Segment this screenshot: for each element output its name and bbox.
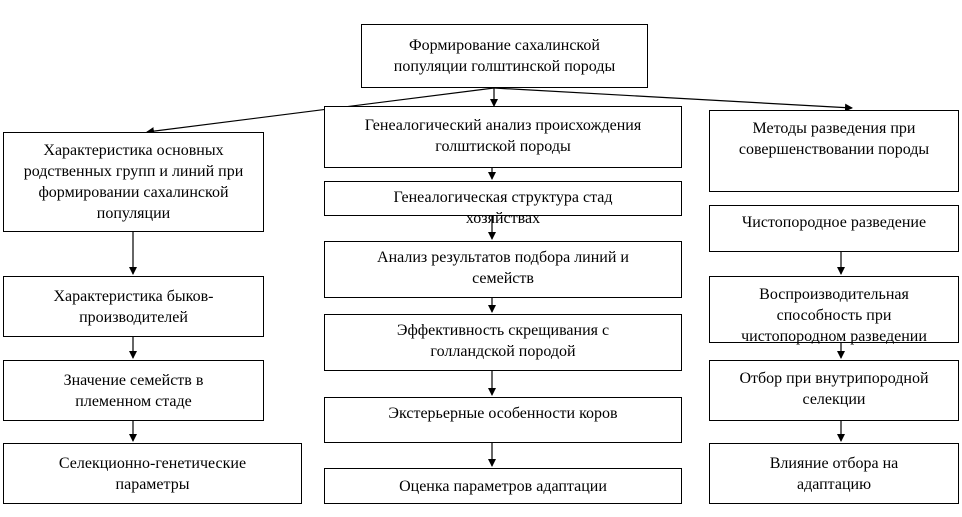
right-box-1: Методы разведения при совершенствовании … — [709, 110, 959, 192]
left-box-4-label: Селекционно-генетические параметры — [58, 454, 247, 493]
left-box-2: Характеристика быков-производителей — [3, 276, 264, 337]
middle-box-6: Оценка параметров адаптации — [324, 468, 682, 504]
middle-box-2: Генеалогическая структура стад хозяйства… — [324, 181, 682, 227]
right-box-1-label: Методы разведения при совершенствовании … — [738, 120, 930, 158]
middle-box-5: Экстерьерные особенности коров — [324, 397, 682, 443]
left-box-1: Характеристика основных родственных груп… — [3, 132, 264, 232]
middle-box-5-label: Экстерьерные особенности коров — [388, 405, 618, 422]
left-box-3: Значение семейств в племенном стаде — [3, 360, 264, 421]
right-box-4-label: Отбор при внутрипородной селекции — [739, 370, 929, 408]
root-box: Формирование сахалинской популяции голшт… — [361, 24, 648, 88]
right-box-5-label: Влияние отбора на адаптацию — [769, 454, 899, 493]
middle-box-6-label: Оценка параметров адаптации — [399, 477, 607, 495]
right-box-4: Отбор при внутрипородной селекции — [709, 360, 959, 421]
middle-box-4: Эффективность скрещивания с голландской … — [324, 314, 682, 371]
middle-box-1: Генеалогический анализ происхождения гол… — [324, 106, 682, 168]
right-box-3: Воспроизводительная способность при чист… — [709, 276, 959, 345]
left-box-3-label: Значение семейств в племенном стаде — [63, 371, 204, 410]
right-box-2: Чистопородное разведение — [709, 205, 959, 252]
right-box-2-label: Чистопородное разведение — [741, 214, 927, 231]
arrow-root-to-right — [493, 87, 853, 112]
arrow-root-to-left — [146, 87, 495, 136]
middle-box-1-label: Генеалогический анализ происхождения гол… — [364, 117, 642, 155]
right-box-5: Влияние отбора на адаптацию — [709, 443, 959, 504]
left-box-4: Селекционно-генетические параметры — [3, 443, 302, 504]
middle-box-3: Анализ результатов подбора линий и семей… — [324, 241, 682, 298]
middle-box-4-label: Эффективность скрещивания с голландской … — [396, 322, 610, 360]
root-label: Формирование сахалинской популяции голшт… — [393, 37, 616, 75]
right-box-3-label: Воспроизводительная способность при чист… — [741, 286, 927, 345]
middle-box-2-label: Генеалогическая структура стад хозяйства… — [393, 189, 613, 227]
left-box-1-label: Характеристика основных родственных груп… — [23, 142, 244, 222]
left-box-2-label: Характеристика быков-производителей — [53, 287, 214, 326]
middle-box-3-label: Анализ результатов подбора линий и семей… — [377, 249, 629, 287]
